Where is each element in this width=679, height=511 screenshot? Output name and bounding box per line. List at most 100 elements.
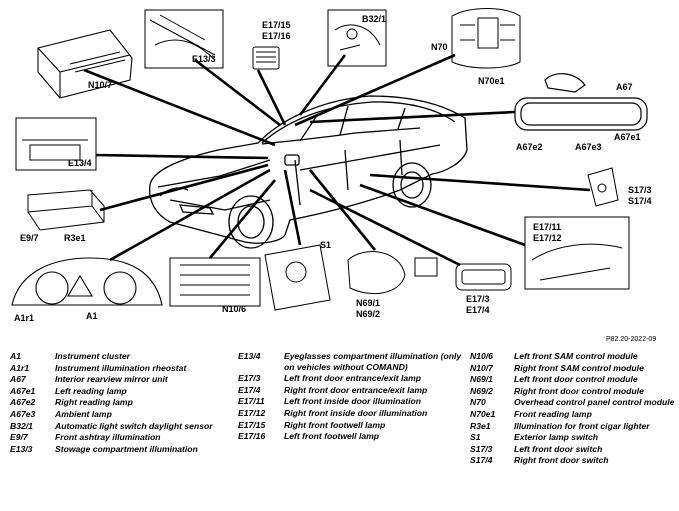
legend-description: Illumination for front cigar lighter — [514, 420, 650, 431]
legend-row: A1 Instrument cluster — [10, 351, 230, 362]
e13-4-panel — [15, 117, 97, 171]
callout-e17-3: E17/3 — [466, 294, 490, 304]
legend-description: Right reading lamp — [55, 397, 133, 408]
a67-mirror-assembly — [514, 73, 648, 131]
legend-row: E13/3 Stowage compartment illumination — [10, 444, 230, 455]
legend-row: S17/3 Left front door switch — [470, 444, 675, 455]
legend-description: Stowage compartment illumination — [55, 443, 198, 454]
callout-e17-12: E17/12 — [533, 233, 562, 243]
legend-code: E17/12 — [238, 407, 266, 418]
legend-row: A1r1 Instrument illumination rheostat — [10, 363, 230, 374]
legend-description: Right front door switch — [514, 455, 609, 466]
legend-code: A67 — [10, 374, 26, 385]
legend-description: Right front footwell lamp — [284, 419, 386, 430]
legend-code: S1 — [470, 432, 481, 443]
legend-description: Ambient lamp — [55, 408, 112, 419]
callout-a1: A1 — [86, 311, 98, 321]
legend-row: A67e3 Ambient lamp — [10, 409, 230, 420]
legend-description: Left front door control module — [514, 374, 638, 385]
legend-code: E13/4 — [238, 351, 261, 361]
legend-code: N70 — [470, 397, 486, 408]
b32-1-panel — [327, 9, 387, 67]
legend-row: E17/15 Right front footwell lamp — [238, 420, 466, 431]
legend-description: Left front door entrance/exit lamp — [284, 373, 422, 384]
legend-description: Left front door switch — [514, 443, 603, 454]
legend-code: S17/3 — [470, 443, 493, 454]
legend-description: Front ashtray illumination — [55, 432, 161, 443]
legend-code: E17/11 — [238, 396, 265, 407]
callout-n70: N70 — [431, 42, 448, 52]
legend-row: E13/4 Eyeglasses compartment illumination… — [238, 351, 466, 372]
legend-column-2: E13/4 Eyeglasses compartment illumination… — [238, 351, 466, 443]
legend-description: Exterior lamp switch — [514, 432, 599, 443]
legend-code: A1 — [10, 351, 21, 361]
n70-panel — [451, 8, 521, 69]
legend-description: Right front door control module — [514, 385, 644, 396]
legend-code: E13/3 — [10, 443, 33, 454]
n10-7-module — [37, 29, 133, 99]
figure-reference: P82.20-2022-09 — [606, 336, 657, 343]
legend-code: E17/4 — [238, 384, 261, 395]
e17-3-lamp — [455, 263, 512, 291]
legend-code: N10/7 — [470, 362, 493, 373]
legend-code: A1r1 — [10, 362, 30, 373]
legend-code: N69/2 — [470, 385, 493, 396]
callout-a67: A67 — [616, 82, 633, 92]
legend-code: A67e3 — [10, 408, 36, 419]
legend-description: Left front inside door illumination — [284, 396, 422, 407]
legend-row: E17/3 Left front door entrance/exit lamp — [238, 373, 466, 384]
callout-n10-7: N10/7 — [88, 80, 112, 90]
e9-7-ashtray — [27, 189, 105, 231]
leader-lines — [83, 53, 591, 267]
legend-description: Right front inside door illumination — [284, 407, 428, 418]
callout-a67e1: A67e1 — [614, 132, 641, 142]
callout-e13-4: E13/4 — [68, 158, 92, 168]
legend-row: E17/11 Left front inside door illuminatio… — [238, 396, 466, 407]
legend-description: Front reading lamp — [514, 408, 592, 419]
callout-e9-7: E9/7 — [20, 233, 39, 243]
legend-description: Instrument cluster — [55, 351, 130, 361]
legend-row: E17/12 Right front inside door illuminati… — [238, 408, 466, 419]
callout-n70e1: N70e1 — [478, 76, 505, 86]
callout-s1: S1 — [320, 240, 331, 250]
e17-15-lamp — [252, 46, 280, 70]
component-location-diagram: N10/7 E13/3 E17/15 E17/16 B32/1 N70 N70e… — [11, 8, 652, 323]
legend-row: A67 Interior rearview mirror unit — [10, 374, 230, 385]
legend-code: N70e1 — [470, 408, 496, 419]
callout-b32-1: B32/1 — [362, 14, 386, 24]
callout-e13-3: E13/3 — [192, 54, 216, 64]
callout-a67e2: A67e2 — [516, 142, 543, 152]
legend-code: E17/15 — [238, 419, 266, 430]
legend-row: S1 Exterior lamp switch — [470, 432, 675, 443]
legend-row: N70e1 Front reading lamp — [470, 409, 675, 420]
legend-description: Left reading lamp — [55, 385, 127, 396]
e17-11-panel — [524, 216, 630, 290]
legend-description: Left front footwell lamp — [284, 431, 380, 442]
s17-door-switch — [587, 167, 619, 207]
legend-description: Left front SAM control module — [514, 351, 638, 361]
legend-code: E17/3 — [238, 373, 261, 384]
callout-e17-11: E17/11 — [533, 222, 561, 232]
n69-module — [347, 251, 438, 295]
legend-description: Interior rearview mirror unit — [55, 374, 168, 385]
n10-6-module — [169, 257, 261, 307]
legend-row: N69/2 Right front door control module — [470, 386, 675, 397]
callout-s17-3: S17/3 — [628, 185, 652, 195]
callout-n10-6: N10/6 — [222, 304, 246, 314]
legend-description: Eyeglasses compartment illumination (onl… — [284, 351, 462, 372]
callout-a1r1: A1r1 — [14, 313, 34, 323]
legend-description: Instrument illumination rheostat — [55, 362, 187, 373]
a1-instrument-cluster — [11, 257, 163, 306]
callout-e17-4: E17/4 — [466, 305, 490, 315]
legend-description: Automatic light switch daylight sensor — [55, 420, 213, 431]
